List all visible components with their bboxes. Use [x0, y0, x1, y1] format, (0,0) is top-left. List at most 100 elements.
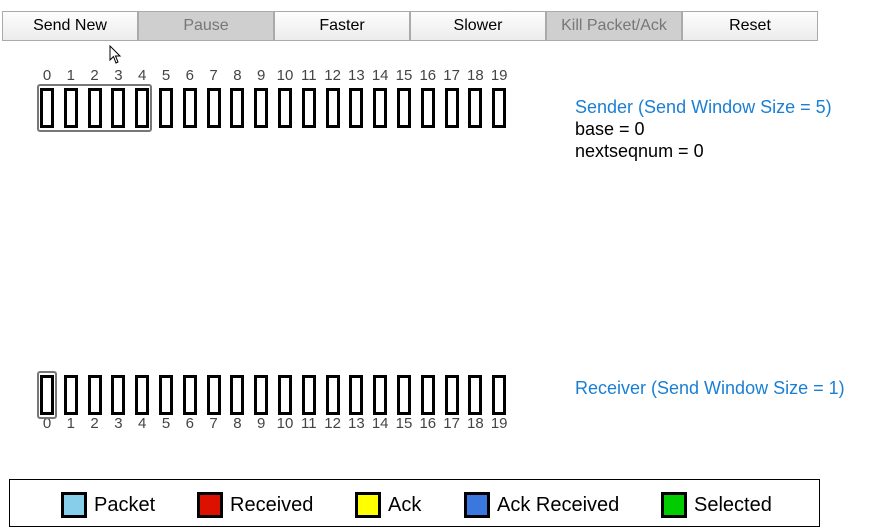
receiver-seq-label: 8: [233, 415, 242, 432]
receiver-packet-slot[interactable]: [492, 375, 507, 415]
sender-seq-label: 0: [42, 67, 52, 84]
packet-swatch: [61, 492, 87, 518]
pause-button[interactable]: Pause: [138, 11, 274, 41]
receiver-seq-label: 15: [395, 415, 413, 432]
sender-packet-slot[interactable]: [278, 88, 292, 128]
receiver-title: Receiver (Send Window Size = 1): [575, 378, 845, 398]
legend-label: Ack Received: [497, 493, 620, 516]
sender-nextseqnum: nextseqnum = 0: [575, 141, 704, 161]
legend-label: Packet: [94, 493, 156, 516]
sender-packet-slot[interactable]: [349, 88, 364, 128]
receiver-packet-slot[interactable]: [444, 375, 459, 415]
sender-packet-slot[interactable]: [230, 88, 245, 128]
sender-seq-label: 12: [324, 67, 341, 84]
sender-packet-slot[interactable]: [325, 88, 340, 128]
receiver-packet-slot[interactable]: [135, 375, 150, 415]
sender-seq-label: 6: [185, 67, 194, 84]
receiver-packet-slot[interactable]: [206, 375, 221, 415]
receiver-window: [37, 371, 57, 419]
reset-button[interactable]: Reset: [682, 11, 818, 41]
legend-ack: Ack: [355, 492, 421, 518]
sender-packet-slot[interactable]: [135, 88, 150, 128]
sender-packet-slot[interactable]: [444, 88, 459, 128]
sender-seq-label: 19: [490, 67, 508, 84]
receiver-seq-label: 6: [185, 415, 194, 432]
sender-packet-slot[interactable]: [301, 88, 316, 128]
legend-received: Received: [197, 492, 313, 518]
sender-seq-label: 5: [161, 67, 171, 84]
sender-seq-label: 11: [301, 67, 317, 84]
legend-selected: Selected: [661, 492, 772, 518]
sender-packet-slot[interactable]: [254, 88, 269, 128]
sender-seq-label: 16: [419, 67, 437, 84]
legend-packet: Packet: [61, 492, 155, 518]
receiver-seq-label: 19: [490, 415, 508, 432]
sender-packet-slot[interactable]: [40, 88, 54, 128]
receiver-seq-label: 9: [257, 415, 266, 432]
receiver-packet-slot[interactable]: [87, 375, 102, 415]
receiver-seq-label: 4: [138, 415, 147, 432]
sender-packet-slot[interactable]: [420, 88, 435, 128]
sender-packet-slot[interactable]: [159, 88, 173, 128]
sender-packet-slot[interactable]: [206, 88, 221, 128]
sender-seq-label: 10: [276, 67, 294, 84]
receiver-packet-slot[interactable]: [159, 375, 173, 415]
sender-seq-label: 14: [371, 67, 389, 84]
receiver-seq-label: 12: [324, 415, 341, 432]
slower-button[interactable]: Slower: [410, 11, 546, 41]
legend-label: Ack: [388, 493, 422, 516]
receiver-packet-slot[interactable]: [301, 375, 316, 415]
sender-packet-slot[interactable]: [111, 88, 126, 128]
receiver-packet-slot[interactable]: [420, 375, 435, 415]
sender-seq-label: 8: [233, 67, 242, 84]
sender-seq-label: 18: [467, 67, 484, 84]
kill-packet-ack-button[interactable]: Kill Packet/Ack: [546, 11, 682, 41]
receiver-seq-label: 7: [209, 415, 218, 432]
sender-base: base = 0: [575, 119, 645, 139]
selected-swatch: [661, 492, 687, 518]
sender-packet-slot[interactable]: [63, 88, 78, 128]
receiver-seq-label: 16: [419, 415, 437, 432]
sender-packet-slot[interactable]: [397, 88, 411, 128]
mouse-cursor-icon: [109, 45, 122, 64]
receiver-packet-slot[interactable]: [349, 375, 364, 415]
receiver-packet-slot[interactable]: [182, 375, 197, 415]
sender-packet-slot[interactable]: [468, 88, 483, 128]
receiver-packet-slot[interactable]: [278, 375, 292, 415]
sender-window: [37, 84, 153, 132]
sender-seq-label: 3: [114, 67, 123, 84]
receiver-packet-slot[interactable]: [468, 375, 483, 415]
faster-button[interactable]: Faster: [274, 11, 410, 41]
receiver-seq-label: 3: [114, 415, 123, 432]
receiver-seq-label: 1: [66, 415, 75, 432]
received-swatch: [197, 492, 223, 518]
sender-packet-slot[interactable]: [182, 88, 197, 128]
receiver-packet-slot[interactable]: [40, 375, 54, 415]
sender-seq-label: 4: [138, 67, 147, 84]
legend-label: Received: [230, 493, 314, 516]
receiver-packet-slot[interactable]: [230, 375, 245, 415]
receiver-packet-slot[interactable]: [325, 375, 340, 415]
receiver-packet-slot[interactable]: [63, 375, 78, 415]
receiver-packet-slot[interactable]: [111, 375, 126, 415]
ack-swatch: [355, 492, 381, 518]
sender-packet-slot[interactable]: [492, 88, 507, 128]
send-new-button[interactable]: Send New: [2, 11, 138, 41]
sender-seq-label: 9: [257, 67, 266, 84]
receiver-seq-label: 14: [371, 415, 389, 432]
sender-packet-slot[interactable]: [87, 88, 102, 128]
receiver-packet-slot[interactable]: [254, 375, 269, 415]
receiver-seq-label: 0: [42, 415, 52, 432]
sender-seq-label: 1: [66, 67, 75, 84]
receiver-packet-slot[interactable]: [373, 375, 388, 415]
receiver-seq-label: 2: [90, 415, 99, 432]
sender-title: Sender (Send Window Size = 5): [575, 97, 832, 117]
receiver-seq-label: 11: [301, 415, 317, 432]
sender-packet-slot[interactable]: [373, 88, 388, 128]
receiver-packet-slot[interactable]: [397, 375, 411, 415]
receiver-seq-label: 13: [348, 415, 365, 432]
sender-seq-label: 17: [443, 67, 460, 84]
sender-seq-label: 13: [348, 67, 365, 84]
sender-seq-label: 15: [395, 67, 413, 84]
legend: Packet Received Ack Ack Received Selecte…: [9, 479, 820, 527]
